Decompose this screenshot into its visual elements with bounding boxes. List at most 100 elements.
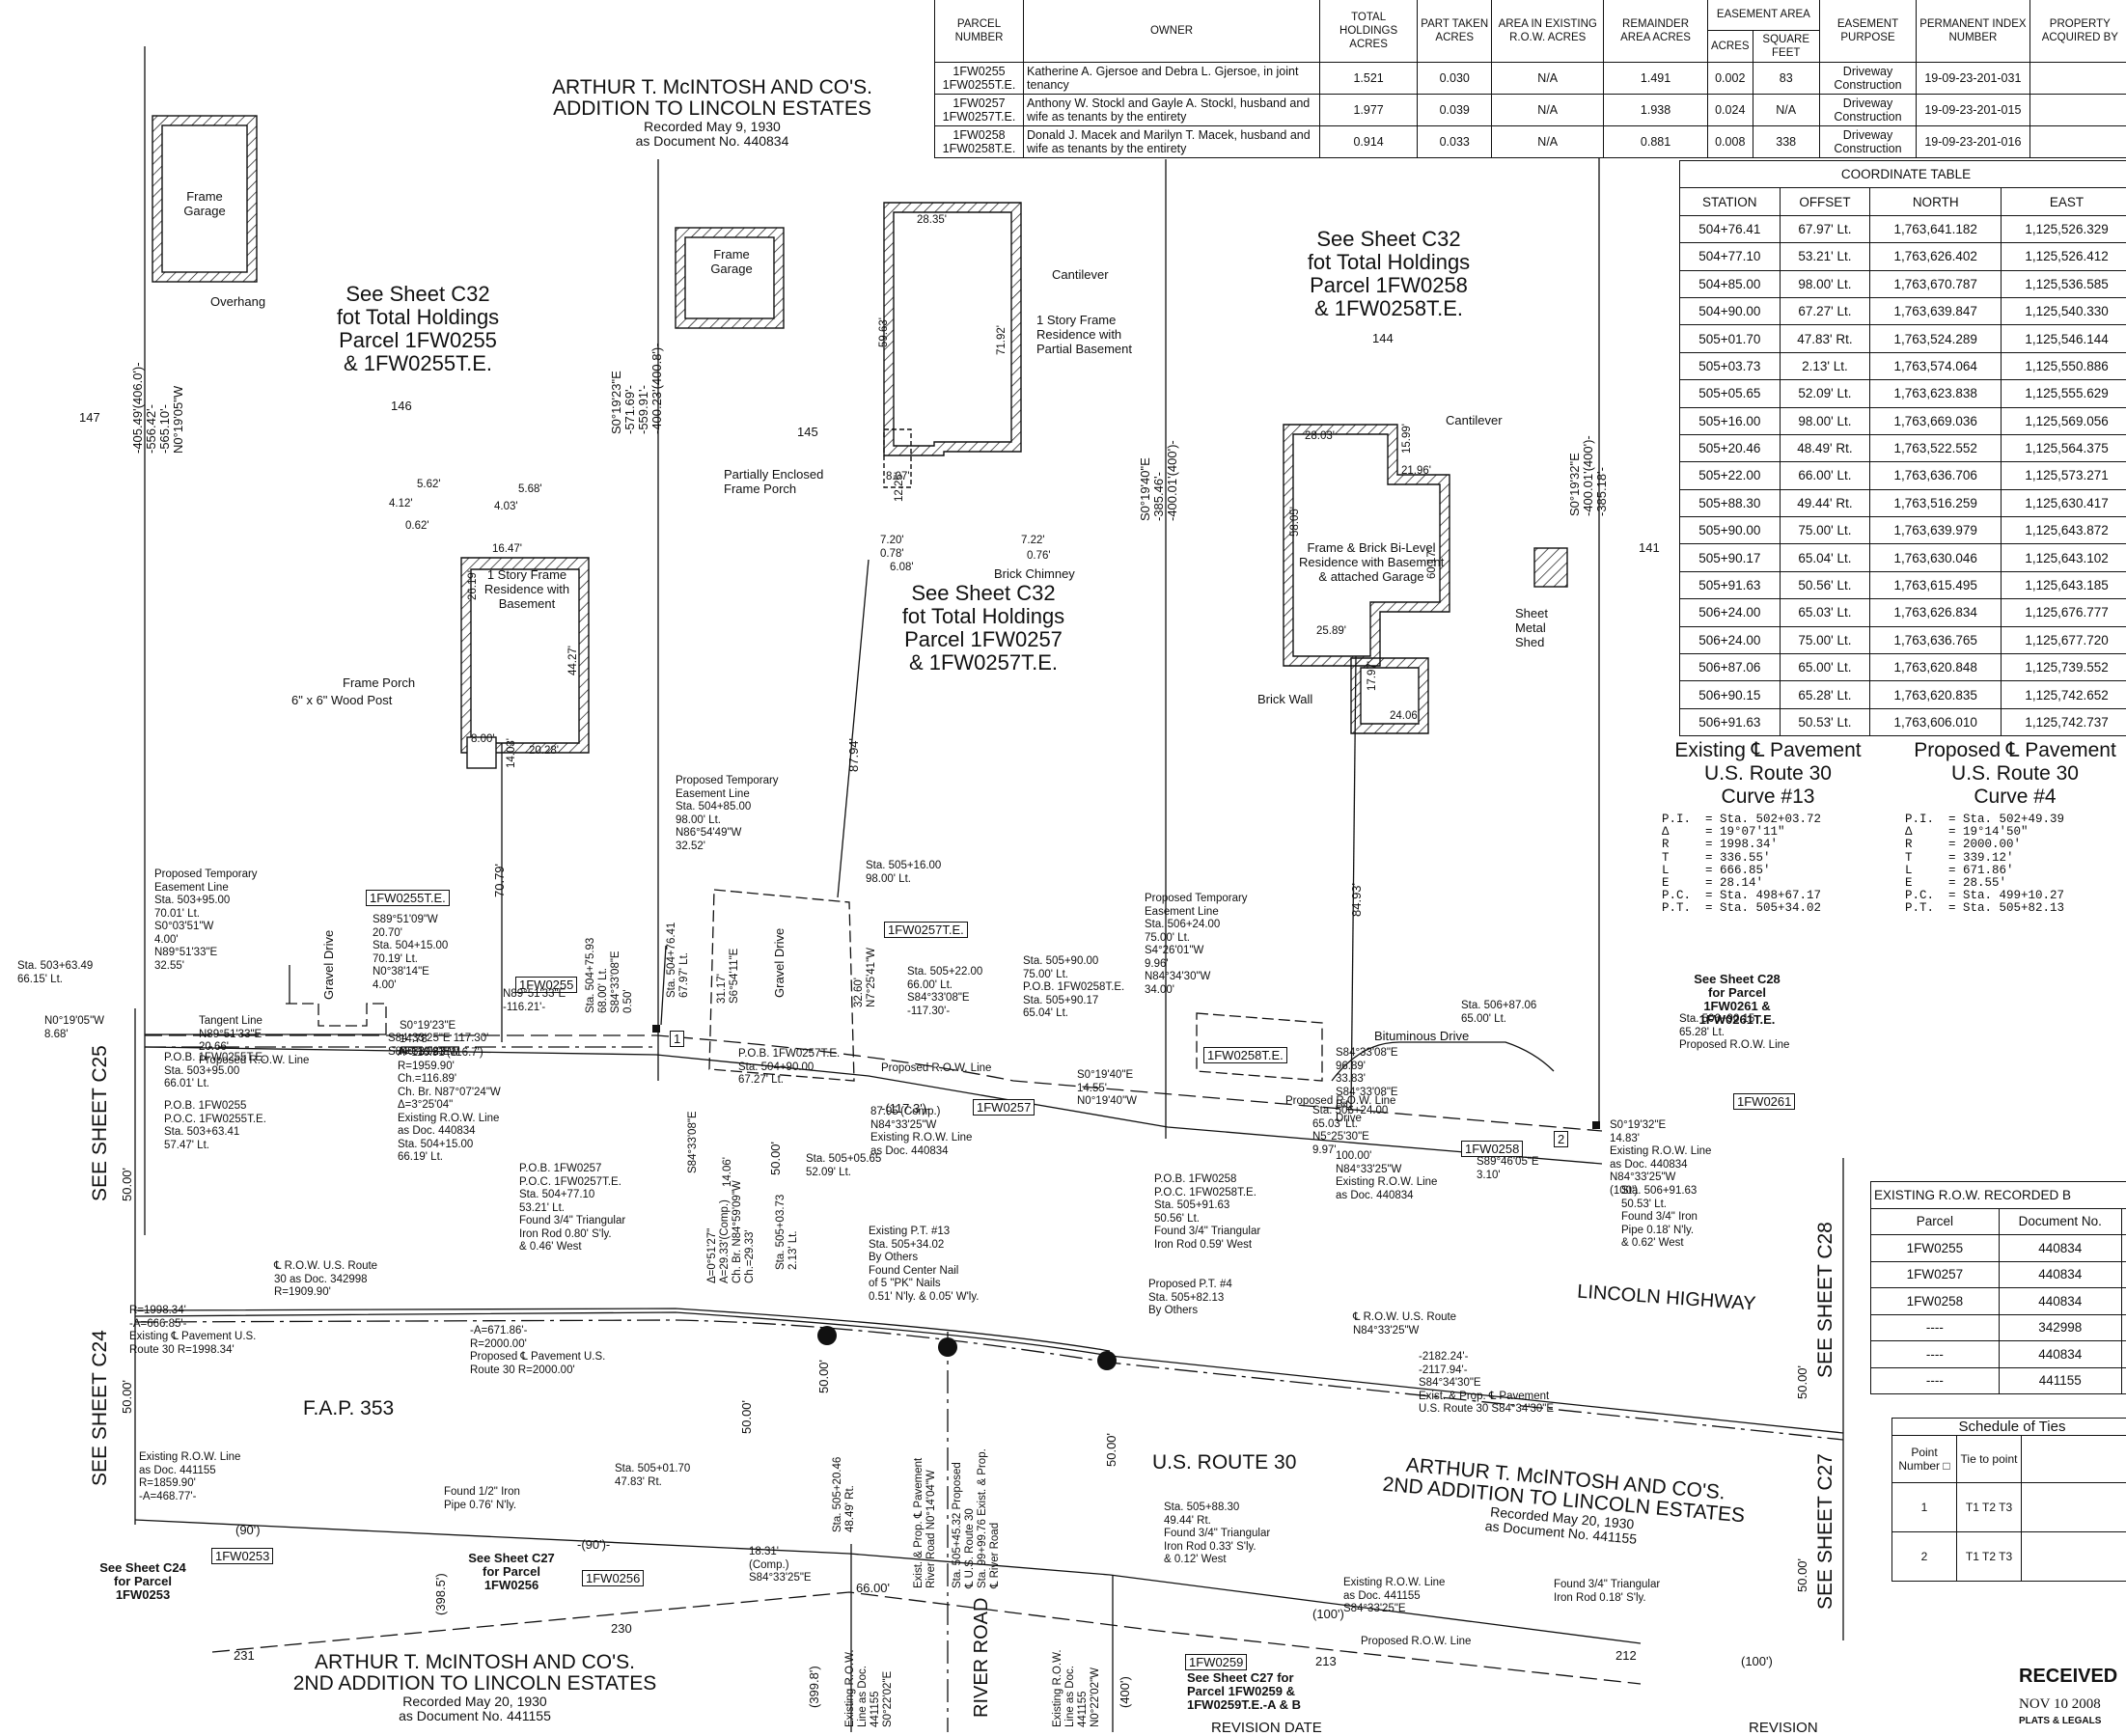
vdim-v11: 32.60' N7°25'41"W [853,948,878,1007]
north-cell: 1,763,626.834 [1870,599,2002,626]
annotation-line: Existing R.O.W. Line [1336,1176,1437,1190]
annotation-line: S0°03'51"W [154,921,258,934]
vdim-line: Sta. 505+45.32 Proposed [952,1448,964,1588]
col-extra [2121,1208,2126,1235]
annotation-line: 75.00' Lt. [1023,969,1124,982]
label-line: Sheet [1515,606,1548,620]
annotation-line: Proposed R.O.W. Line [1285,1095,1395,1109]
annotation-line: S84°33'08"E [1336,1047,1398,1061]
annotation-line: -A=666.85'- [129,1318,256,1332]
parcel-box: 1FW0255T.E. [366,890,450,906]
label-gravel-drive: Gravel Drive [321,930,336,1000]
annotation-line: 57.47' Lt. [164,1140,266,1153]
vdim-line: -571.69'- [623,343,637,434]
annotation-line: 65.04' Lt. [1023,1007,1124,1021]
east-cell: 1,125,643.185 [2002,571,2126,598]
parcel-cell: 1FW0255 [1871,1235,2000,1262]
annotation-line: as Doc. 440834 [870,1145,972,1159]
east-cell: 1,125,677.720 [2002,626,2126,653]
taken-cell: 0.033 [1418,126,1492,158]
dim-50-g: 50.00' [768,1142,783,1175]
dim: 44.27' [567,646,580,675]
blank-cell [2121,1341,2126,1368]
sqft-cell: N/A [1753,95,1819,126]
annotation-line: Sta. 504+15.00 [398,1139,501,1152]
annotation-line: Sta. 506+90.15 [1679,1013,1789,1027]
col-easement: EASEMENT AREA [1707,0,1819,31]
label-residence-144: Frame & Brick Bi-Level Residence with Ba… [1299,540,1444,584]
offset-cell: 66.00' Lt. [1780,462,1870,489]
owner-cell: Anthony W. Stockl and Gayle A. Stockl, h… [1024,95,1320,126]
blank-cell [2121,1367,2126,1394]
lot-number: 141 [1639,540,1660,555]
annotation-line: N0°19'40"W [1077,1095,1137,1109]
lot-number: 147 [79,410,100,425]
blank-cell [2121,1261,2126,1288]
north-cell: 1,763,516.259 [1870,489,2002,516]
north-cell: 1,763,620.835 [1870,681,2002,708]
station-cell: 506+91.63 [1680,708,1781,735]
title-line: Recorded May 9, 1930 [548,120,876,134]
offset-cell: 65.03' Lt. [1780,599,1870,626]
annotation-line: 14.83' [1610,1133,1711,1146]
vdim-line: -385.18'- [1595,435,1609,516]
blank-cell [2121,1288,2126,1315]
east-cell: 1,125,573.271 [2002,462,2126,489]
east-cell: 1,125,536.585 [2002,270,2126,297]
vdim-line: 67.97' Lt. [678,923,691,998]
taken-cell: 0.039 [1418,95,1492,126]
blank-cell [2121,1235,2126,1262]
annotation-line: 75.00' Lt. [1145,932,1248,946]
label-garage-145: Frame Garage [701,247,762,276]
parcel-box: 1FW0256 [582,1570,644,1586]
label-line: Garage [174,204,235,218]
annotation-line: Existing ℄ Pavement U.S. [129,1331,256,1344]
annotation-line: Proposed Temporary [1145,893,1248,906]
table-row: 1FW0258 1FW0258T.E. Donald J. Macek and … [935,126,2126,158]
remainder-cell: 1.491 [1604,63,1708,95]
label-porch-145: Partially Enclosed Frame Porch [724,467,823,496]
vdim-v15: Exist. & Prop. ℄ Pavement River Road N0°… [913,1458,938,1588]
station-cell: 505+90.17 [1680,544,1781,571]
annotation-line: 66.15' Lt. [17,974,93,987]
vdim-v22: 50.00' [1795,1365,1809,1399]
dim: 25.89' [1316,625,1346,638]
vdim-v10: 31.17' S6°54'11"E [716,949,741,1004]
annotation-line: Found Center Nail [869,1265,979,1279]
east-cell: 1,125,550.886 [2002,352,2126,379]
taken-cell: 0.030 [1418,63,1492,95]
see-sheet-p257: See Sheet C32 fot Total Holdings Parcel … [872,582,1094,675]
annotation-line: Route 30 R=1998.34' [129,1344,256,1358]
see-sheet-p258: See Sheet C32 fot Total Holdings Parcel … [1278,228,1500,320]
station-cell: 504+77.10 [1680,243,1781,270]
note-line: Parcel 1FW0258 [1278,274,1500,297]
annotation-line: Sta. 504+85.00 [676,801,779,814]
annotation-a35: R=1998.34'-A=666.85'-Existing ℄ Pavement… [129,1305,256,1357]
parcel-box: 1FW0257T.E. [884,922,968,938]
east-cell: 1,125,526.412 [2002,243,2126,270]
east-cell: 1,125,676.777 [2002,599,2126,626]
lot-number: 230 [611,1621,632,1636]
annotation-line: S0°19'32"E [1610,1119,1711,1133]
table-row: ----440834 [1871,1341,2126,1368]
tie-blank [2022,1483,2126,1532]
annotation-line: N84°33'25"W [1336,1164,1437,1177]
document-cell: 342998 [1999,1314,2121,1341]
parcel-box: 1FW0253 [211,1548,273,1564]
note-line: Parcel 1FW0255 [307,329,529,352]
offset-cell: 49.44' Rt. [1780,489,1870,516]
dim: 20.28' [529,745,559,758]
annotation-line: 70.01' Lt. [154,908,258,922]
